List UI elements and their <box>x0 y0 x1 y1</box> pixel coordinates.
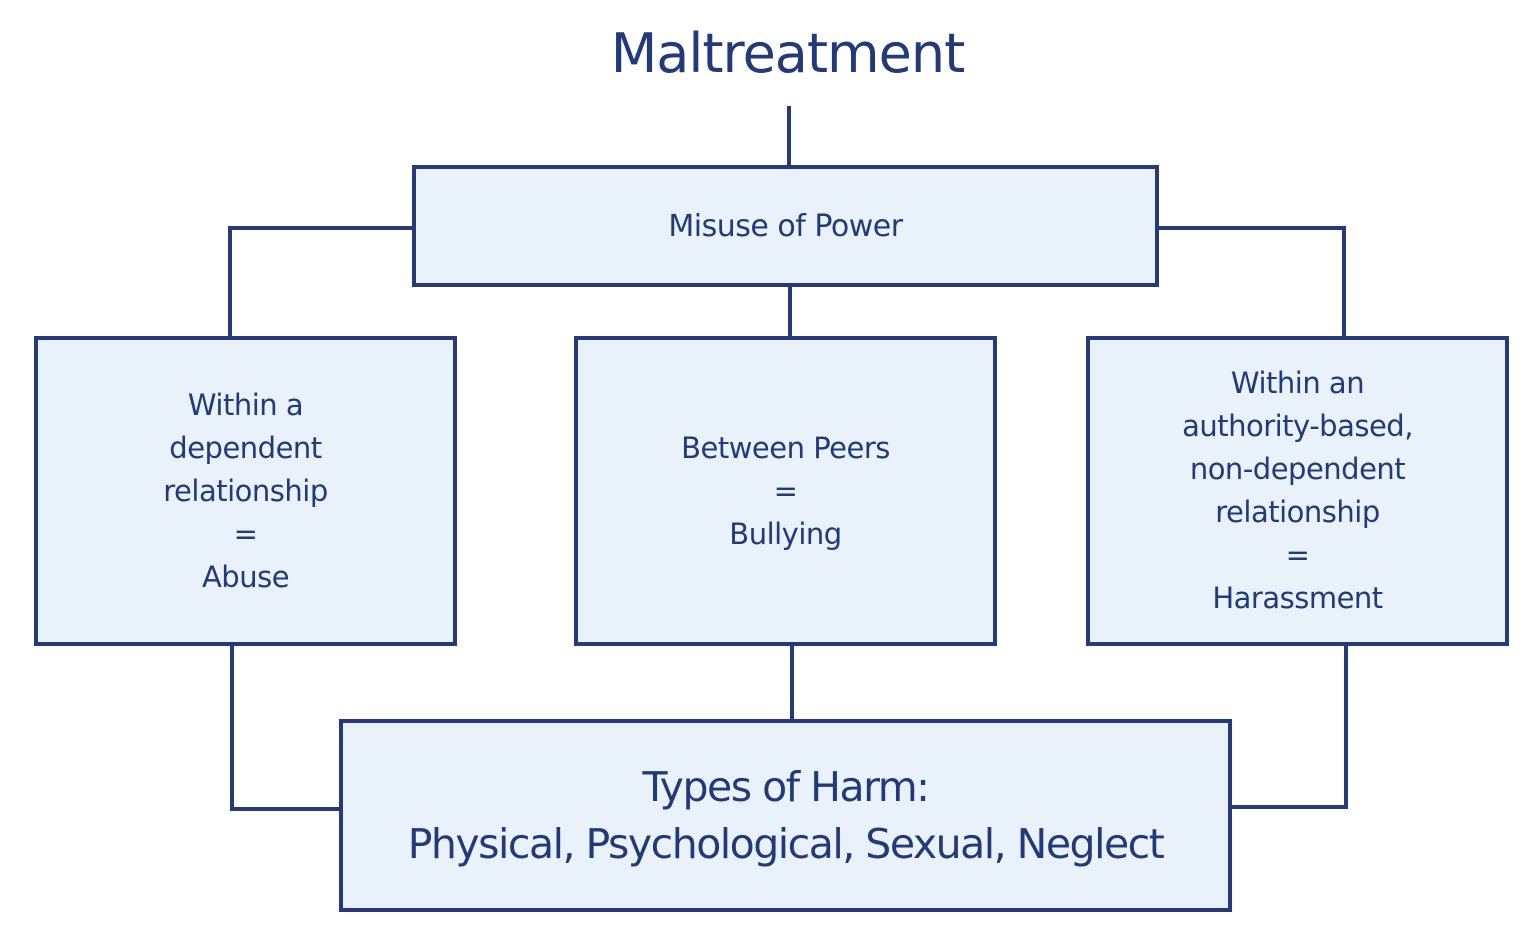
bullying-line: Between Peers <box>681 430 890 465</box>
abuse-line: relationship <box>163 473 328 508</box>
types-of-harm-text: Types of Harm: Physical, Psychological, … <box>407 759 1165 873</box>
harassment-line: Within an <box>1230 366 1365 400</box>
abuse-line: dependent <box>169 430 322 465</box>
bullying-term: Bullying <box>729 516 842 551</box>
types-of-harm-list: Physical, Psychological, Sexual, Neglect <box>407 819 1165 868</box>
connector-misuse-to-abuse <box>228 226 412 336</box>
bullying-text: Between Peers = Bullying <box>681 427 890 556</box>
harassment-equals: = <box>1285 538 1310 572</box>
harassment-line: authority-based, <box>1182 409 1413 443</box>
connector-abuse-to-harm <box>230 646 339 811</box>
bullying-box: Between Peers = Bullying <box>574 336 997 646</box>
abuse-line: Within a <box>187 387 304 422</box>
abuse-text: Within a dependent relationship = Abuse <box>163 384 328 599</box>
types-of-harm-heading: Types of Harm: <box>642 762 930 811</box>
harassment-line: non-dependent <box>1189 452 1406 486</box>
harassment-text: Within an authority-based, non-dependent… <box>1182 362 1413 620</box>
misuse-of-power-box: Misuse of Power <box>412 165 1159 287</box>
harassment-box: Within an authority-based, non-dependent… <box>1086 336 1509 646</box>
connector-misuse-to-harassment <box>1159 226 1346 336</box>
connector-harassment-to-harm <box>1232 646 1348 809</box>
diagram-title: Maltreatment <box>610 22 966 85</box>
bullying-equals: = <box>773 473 798 508</box>
types-of-harm-box: Types of Harm: Physical, Psychological, … <box>339 719 1232 912</box>
harassment-line: relationship <box>1215 495 1380 529</box>
abuse-box: Within a dependent relationship = Abuse <box>34 336 457 646</box>
abuse-term: Abuse <box>201 559 290 594</box>
abuse-equals: = <box>233 516 258 551</box>
harassment-term: Harassment <box>1212 581 1383 615</box>
misuse-of-power-label: Misuse of Power <box>668 208 903 244</box>
